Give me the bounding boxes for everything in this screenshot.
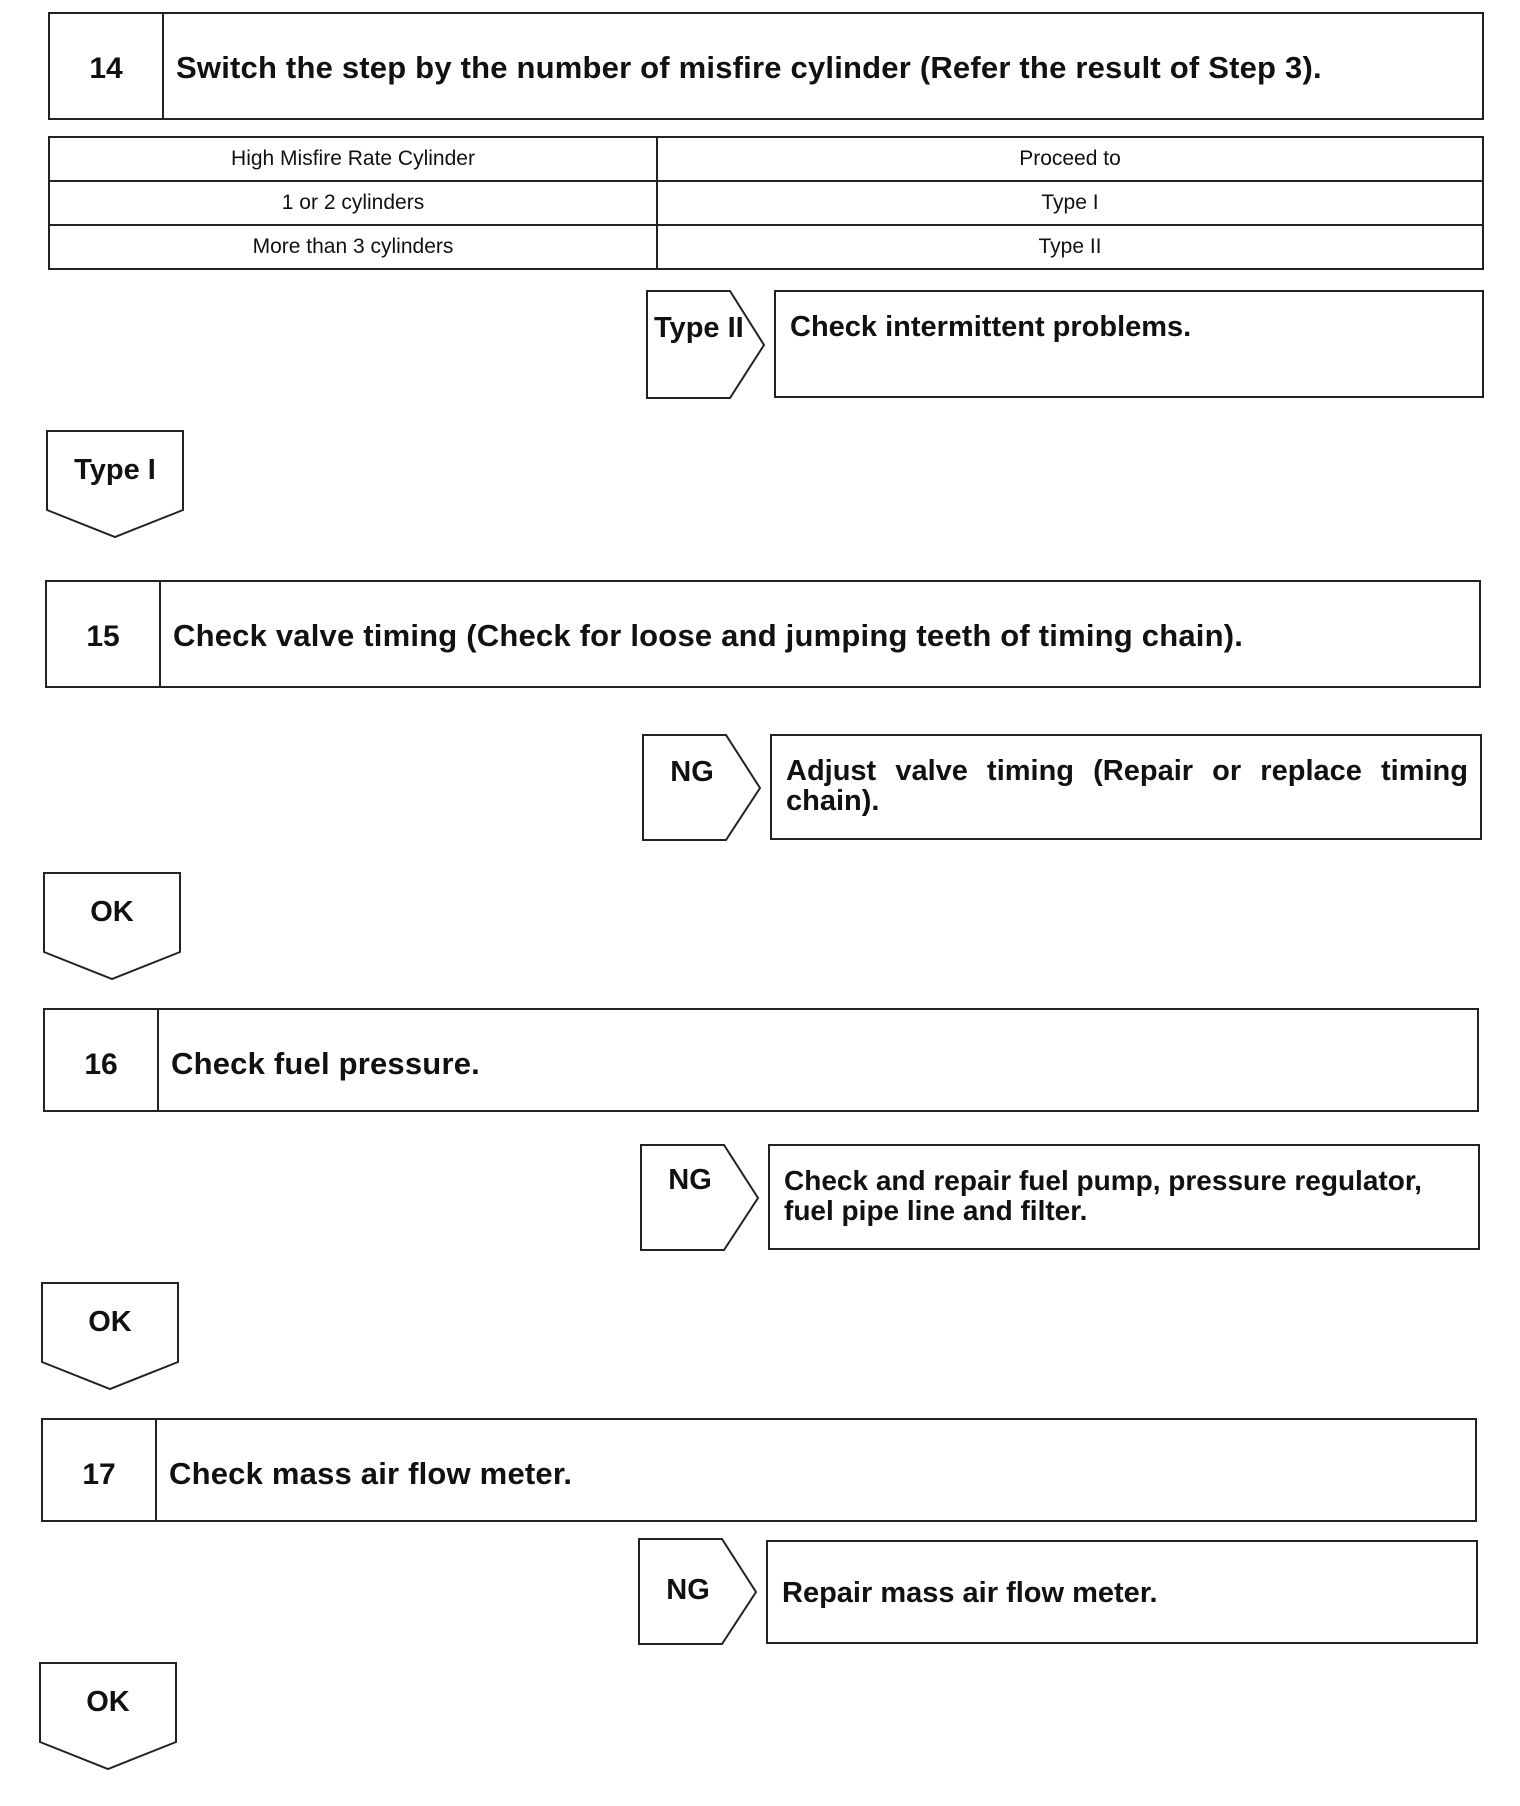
down-branch-type-i: Type I (46, 430, 186, 540)
right-arrow-icon (640, 1144, 760, 1251)
condition-table: High Misfire Rate Cylinder Proceed to 1 … (48, 136, 1484, 270)
down-arrow-icon (41, 1282, 179, 1391)
right-arrow-icon (642, 734, 762, 841)
branch-ng-valve-timing: NG Adjust valve timing (Repair or replac… (642, 734, 1482, 842)
branch-result-box: Check and repair fuel pump, pressure reg… (768, 1144, 1480, 1250)
branch-result-box: Check intermittent problems. (774, 290, 1484, 398)
table-header-cell: High Misfire Rate Cylinder (48, 136, 658, 182)
branch-result-box: Repair mass air flow meter. (766, 1540, 1478, 1644)
branch-ng-mass-air-flow: NG Repair mass air flow meter. (638, 1538, 1478, 1646)
table-row: 1 or 2 cylinders Type I (48, 180, 1484, 226)
table-cell: 1 or 2 cylinders (48, 180, 658, 226)
down-arrow-icon (43, 872, 181, 981)
down-label: OK (90, 896, 134, 928)
step-15-box: 15 Check valve timing (Check for loose a… (45, 580, 1481, 688)
table-cell: More than 3 cylinders (48, 224, 658, 270)
down-label: Type I (74, 454, 156, 486)
right-arrow-icon (638, 1538, 758, 1645)
down-label: OK (88, 1306, 132, 1338)
step-number: 16 (45, 1010, 159, 1110)
down-branch-ok: OK (41, 1282, 181, 1392)
branch-ng-fuel-pressure: NG Check and repair fuel pump, pressure … (640, 1144, 1480, 1252)
down-branch-ok: OK (39, 1662, 179, 1772)
step-17-box: 17 Check mass air flow meter. (41, 1418, 1477, 1522)
down-branch-ok: OK (43, 872, 183, 982)
branch-label: NG (666, 1574, 710, 1606)
branch-label: Type II (654, 312, 744, 344)
branch-result-box: Adjust valve timing (Repair or replace t… (770, 734, 1482, 840)
branch-type-ii: Type II Check intermittent problems. (646, 290, 1486, 400)
branch-label: NG (670, 756, 714, 788)
step-14-box: 14 Switch the step by the number of misf… (48, 12, 1484, 120)
branch-label: NG (668, 1164, 712, 1196)
table-header-cell: Proceed to (656, 136, 1484, 182)
table-cell: Type II (656, 224, 1484, 270)
step-title: Check fuel pressure. (171, 1046, 480, 1081)
step-title: Check valve timing (Check for loose and … (173, 618, 1244, 653)
step-title: Check mass air flow meter. (169, 1456, 573, 1491)
step-title: Switch the step by the number of misfire… (176, 50, 1322, 85)
right-arrow-icon (646, 290, 766, 399)
step-number: 15 (47, 582, 161, 686)
table-row: More than 3 cylinders Type II (48, 224, 1484, 270)
step-number: 17 (43, 1420, 157, 1520)
down-arrow-icon (39, 1662, 177, 1771)
down-arrow-icon (46, 430, 184, 539)
step-number: 14 (50, 14, 164, 118)
step-16-box: 16 Check fuel pressure. (43, 1008, 1479, 1112)
table-cell: Type I (656, 180, 1484, 226)
table-header-row: High Misfire Rate Cylinder Proceed to (48, 136, 1484, 182)
down-label: OK (86, 1686, 130, 1718)
